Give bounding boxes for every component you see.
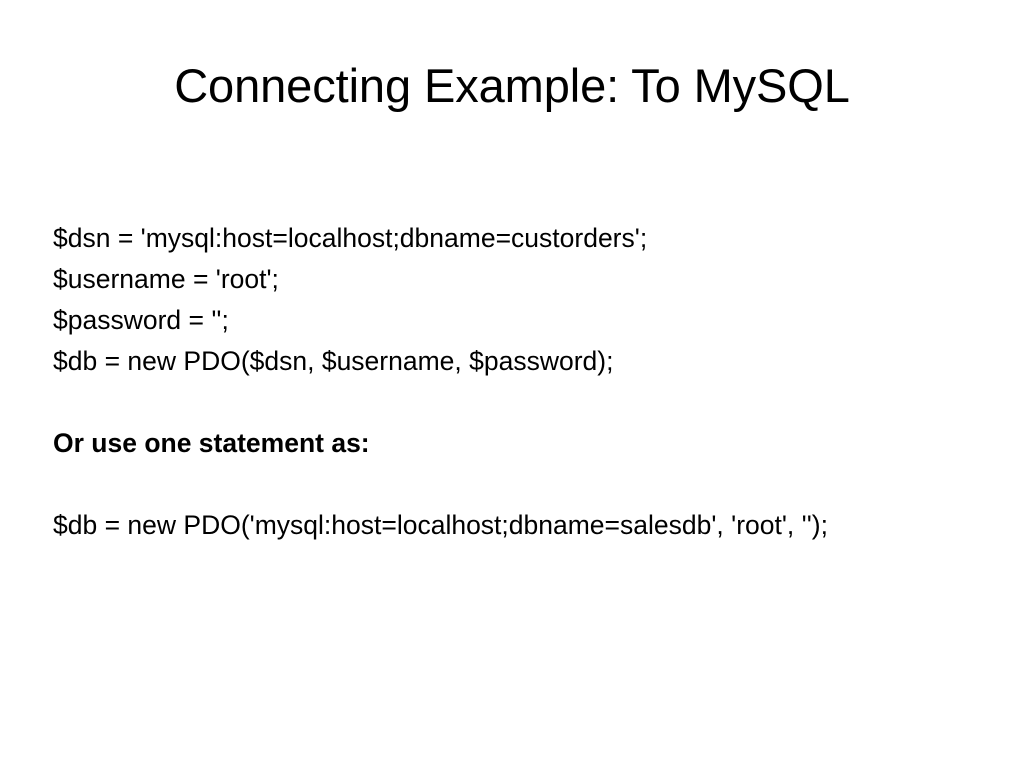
page-title: Connecting Example: To MySQL [174,59,850,112]
subheading-or-use-one-statement: Or use one statement as: [53,428,370,458]
code-line-username: $username = 'root'; [53,264,279,294]
slide-body: $dsn = 'mysql:host=localhost;dbname=cust… [53,218,1003,546]
code-line-password: $password = ''; [53,305,229,335]
code-line-pdo-constructor: $db = new PDO($dsn, $username, $password… [53,346,614,376]
code-line-pdo-one-statement: $db = new PDO('mysql:host=localhost;dbna… [53,510,828,540]
code-line-dsn: $dsn = 'mysql:host=localhost;dbname=cust… [53,223,648,253]
blank-line-2 [53,464,1003,505]
blank-line-1 [53,382,1003,423]
